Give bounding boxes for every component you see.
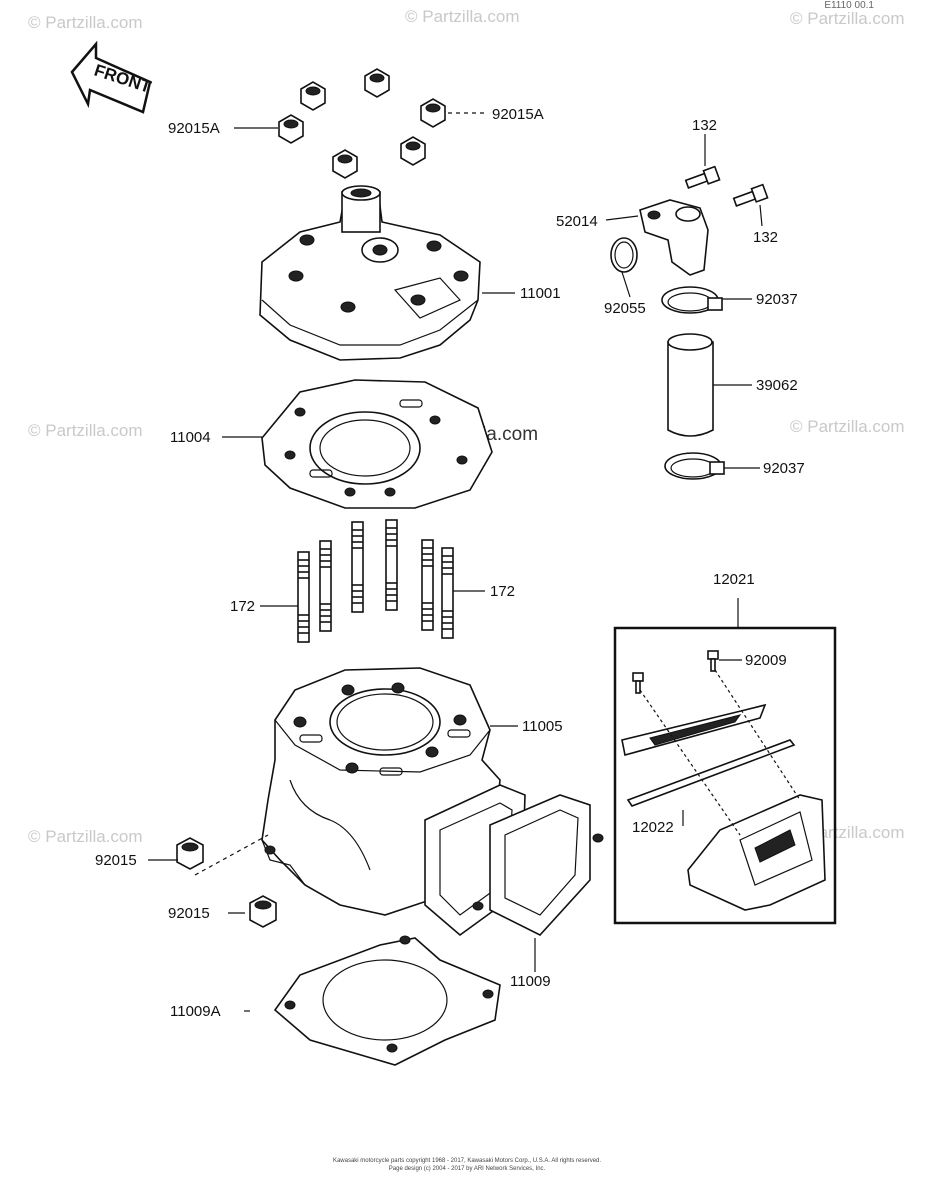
water-hose-icon — [667, 333, 714, 437]
label-stud-right: 172 — [490, 583, 515, 600]
hose-clamp-top-icon — [661, 286, 723, 314]
label-fitting: 52014 — [556, 213, 598, 230]
reed-gasket-icon — [424, 784, 604, 937]
label-nut-left: 92015 — [95, 852, 137, 869]
footer-copyright: Kawasaki motorcycle parts copyright 1968… — [332, 1158, 602, 1164]
label-nut-top-left: 92015A — [168, 120, 220, 137]
bolt-icon — [684, 165, 769, 207]
head-gasket-icon — [261, 379, 493, 509]
label-nut-top-right: 92015A — [492, 106, 544, 123]
label-hose: 39062 — [756, 377, 798, 394]
label-base-gasket: 11009A — [170, 1003, 221, 1020]
water-fitting-icon — [639, 199, 709, 276]
watermark-mid-left: © Partzilla.com — [28, 421, 143, 440]
watermark-low-left: © Partzilla.com — [28, 827, 143, 846]
label-clamp-top: 92037 — [756, 291, 798, 308]
o-ring-icon — [610, 237, 638, 273]
label-stud-left: 172 — [230, 598, 255, 615]
front-arrow-icon: FRONT — [70, 40, 154, 114]
label-reed-assembly: 12021 — [713, 571, 755, 588]
leader-lines — [148, 112, 763, 1012]
base-gasket-icon — [273, 935, 501, 1066]
cylinder-stud-icon — [297, 519, 454, 643]
watermark-top-left: © Partzilla.com — [28, 13, 143, 32]
label-reed-gasket: 11009 — [510, 973, 551, 990]
label-o-ring: 92055 — [604, 300, 646, 317]
label-reed-screw: 92009 — [745, 652, 787, 669]
label-nut-lower: 92015 — [168, 905, 210, 922]
label-reed-plate: 12022 — [632, 819, 674, 836]
reed-valve-assembly-box — [613, 598, 837, 925]
label-bolt-top: 132 — [692, 117, 717, 134]
label-bolt-right: 132 — [753, 229, 778, 246]
watermark-mid-right: © Partzilla.com — [790, 417, 905, 436]
hose-clamp-bottom-icon — [664, 452, 725, 480]
cylinder-nut-icon — [176, 837, 277, 928]
header-code: E1110 00.1 — [824, 0, 874, 11]
watermark-top-right: © Partzilla.com — [790, 9, 905, 28]
footer-page-design: Page design (c) 2004 - 2017 by ARI Netwo… — [388, 1166, 546, 1172]
cylinder-head-icon — [259, 185, 481, 361]
label-cylinder: 11005 — [522, 718, 563, 735]
head-nut-icon — [278, 68, 446, 179]
label-head-gasket: 11004 — [170, 429, 211, 446]
watermark-top-center: © Partzilla.com — [405, 7, 520, 26]
label-clamp-bottom: 92037 — [763, 460, 805, 477]
label-cylinder-head: 11001 — [520, 285, 561, 302]
